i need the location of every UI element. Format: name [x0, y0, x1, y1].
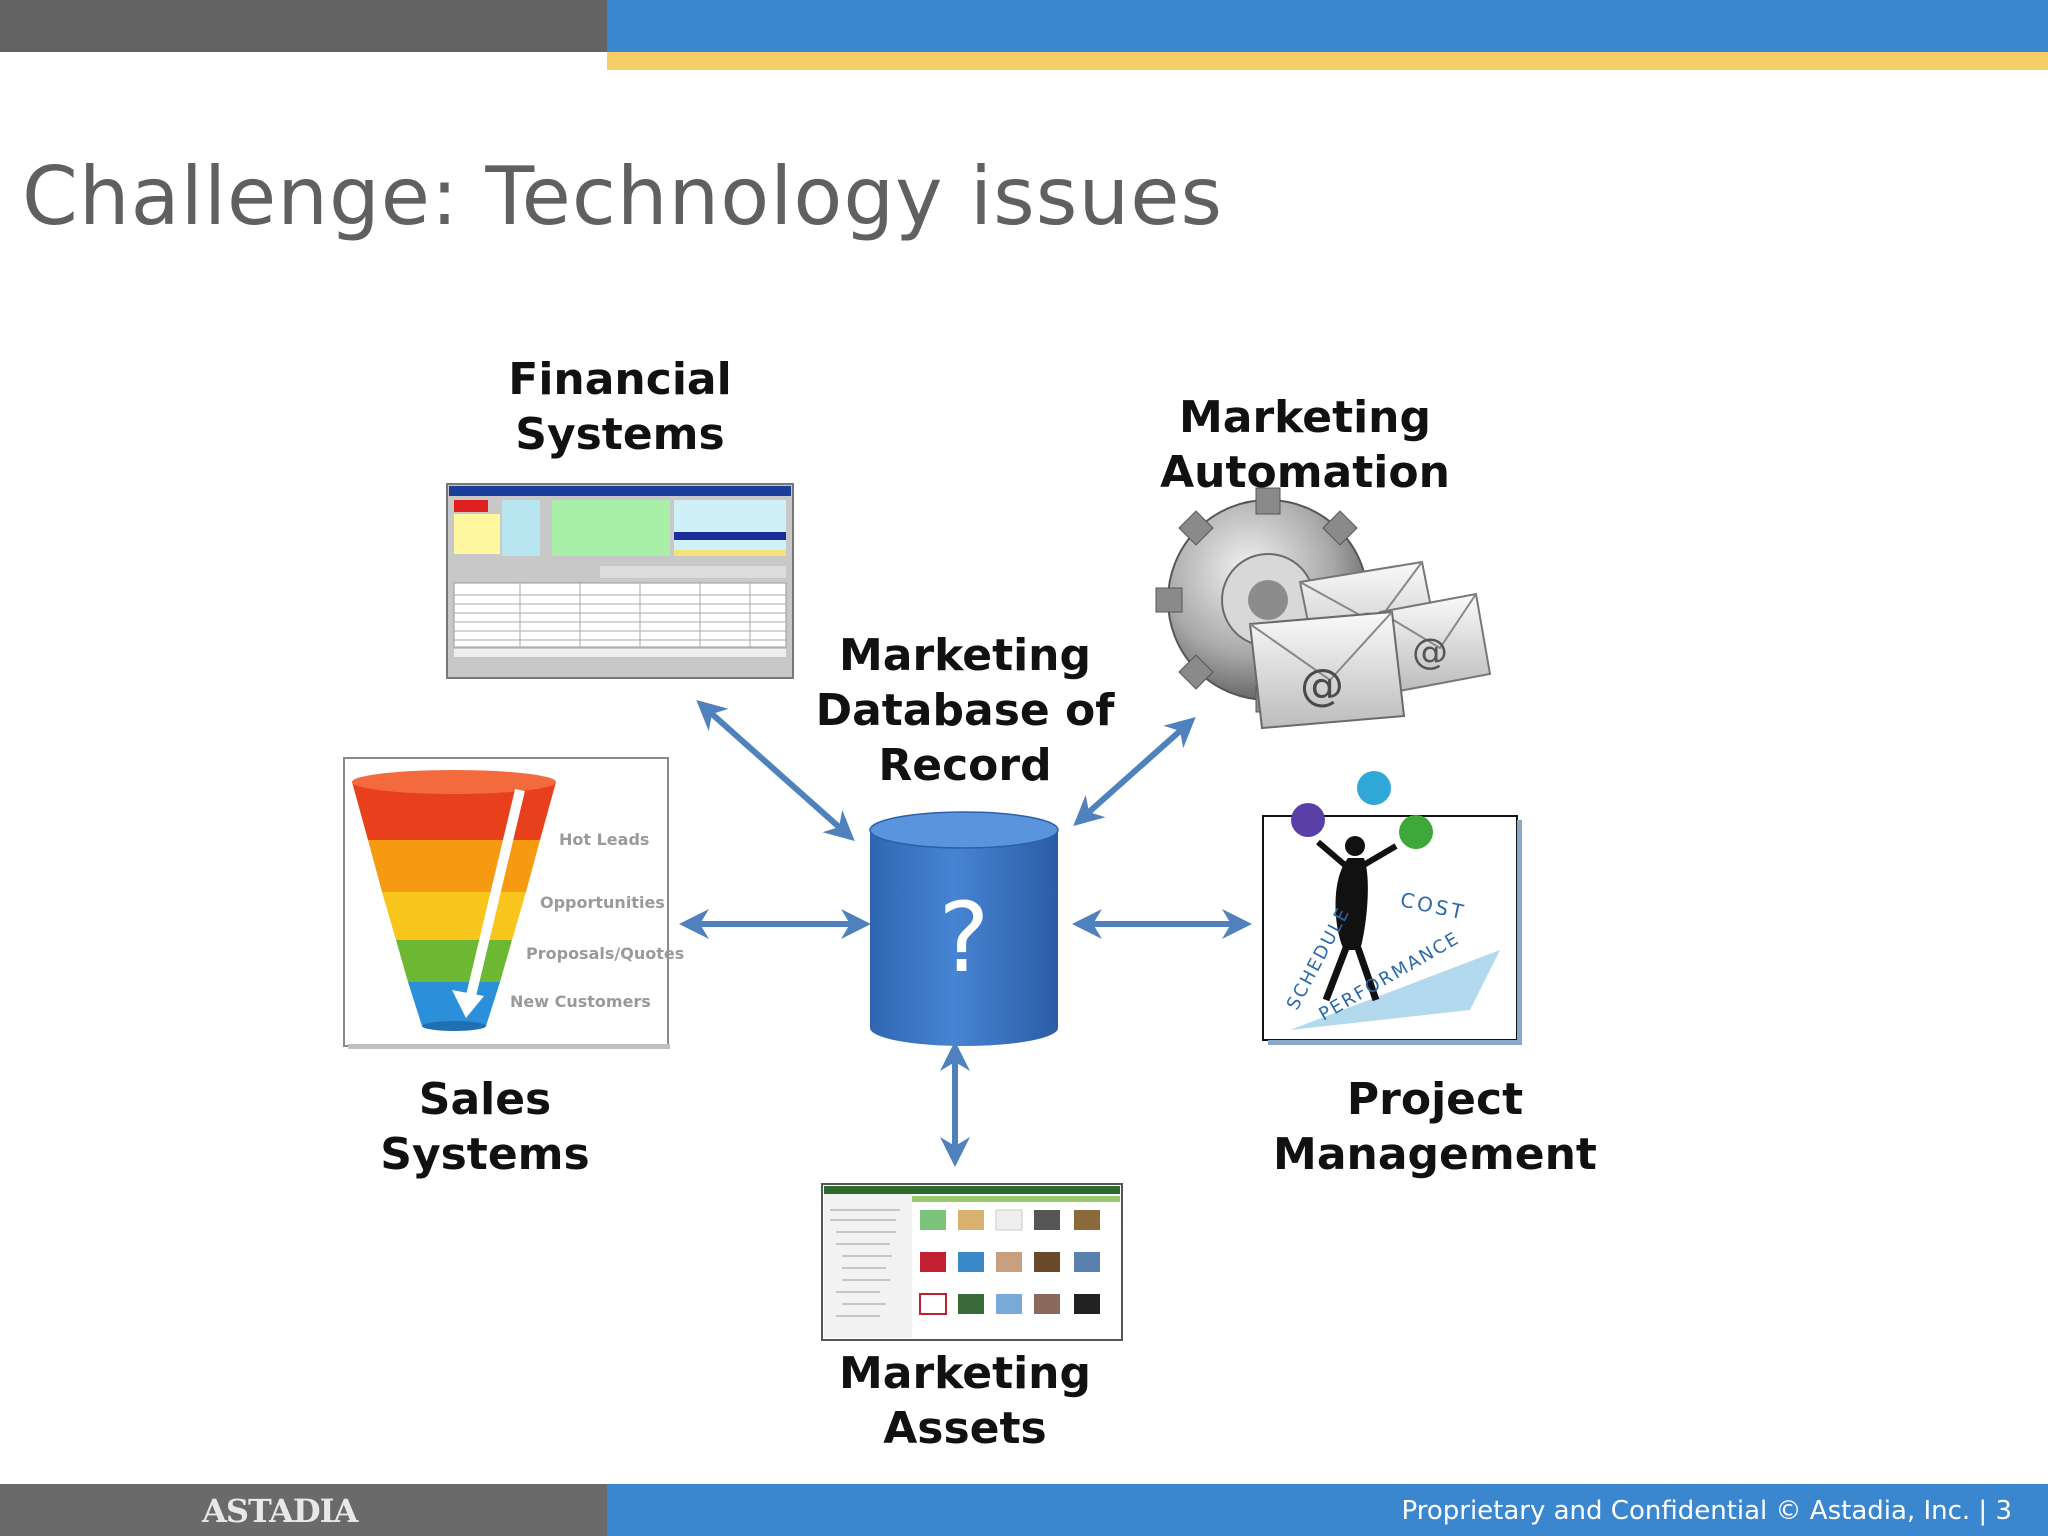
label-line: Marketing [1178, 392, 1432, 443]
arrow-financial [696, 700, 855, 841]
label-line: Systems [515, 409, 725, 460]
label-line: Marketing [838, 1348, 1092, 1399]
ball-icon [1357, 771, 1391, 805]
project-management-panel [1262, 771, 1522, 1045]
footer-bar-gray [0, 1484, 607, 1536]
database-cylinder-icon [869, 811, 1059, 1046]
funnel-level-label: Opportunities [540, 893, 665, 912]
label-line: Systems [380, 1129, 590, 1180]
label-line: Assets [883, 1403, 1047, 1454]
label-line: Project [1346, 1074, 1524, 1125]
label-line: Record [878, 740, 1052, 791]
ball-icon [1291, 803, 1325, 837]
email-envelope-icon: @ [1248, 610, 1406, 730]
financial-systems-screenshot [446, 483, 794, 679]
label-marketing-assets: Marketing Assets [815, 1346, 1115, 1456]
svg-text:@: @ [1412, 632, 1448, 673]
sales-funnel-panel [343, 757, 670, 1049]
label-line: Marketing [838, 630, 1092, 681]
ball-icon [1399, 815, 1433, 849]
label-marketing-automation: Marketing Automation [1120, 390, 1490, 500]
company-logo: ASTADIA [202, 1492, 358, 1530]
label-project-management: Project Management [1255, 1072, 1615, 1182]
label-line: Database of [815, 685, 1115, 736]
label-line: Sales [418, 1074, 552, 1125]
label-marketing-database: Marketing Database of Record [790, 628, 1140, 793]
label-line: Financial [508, 354, 732, 405]
funnel-chart-icon [352, 770, 556, 1031]
funnel-level-label: Proposals/Quotes [526, 944, 685, 963]
label-line: Management [1273, 1129, 1597, 1180]
connector-arrows [679, 700, 1252, 1167]
label-financial-systems: Financial Systems [470, 352, 770, 462]
database-unknown-symbol: ? [938, 882, 990, 994]
juggler-figure-icon [1316, 836, 1398, 1002]
slide-title: Challenge: Technology issues [22, 150, 1224, 243]
top-bar-blue [607, 0, 2048, 52]
funnel-level-label: Hot Leads [559, 830, 650, 849]
email-envelope-icon: @ [1378, 592, 1492, 694]
footer-bar-blue [607, 1484, 2048, 1536]
top-bar-gray [0, 0, 607, 52]
funnel-level-label: New Customers [510, 992, 651, 1011]
label-sales-systems: Sales Systems [335, 1072, 635, 1182]
label-line: Automation [1160, 447, 1450, 498]
marketing-automation-icon: @ @ @ [1155, 487, 1492, 730]
arrow-automation [1073, 717, 1196, 826]
svg-text:@: @ [1300, 660, 1344, 711]
footer-copyright: Proprietary and Confidential © Astadia, … [1401, 1496, 2013, 1526]
marketing-assets-screenshot [821, 1183, 1123, 1341]
top-bar-yellow [607, 52, 2048, 70]
